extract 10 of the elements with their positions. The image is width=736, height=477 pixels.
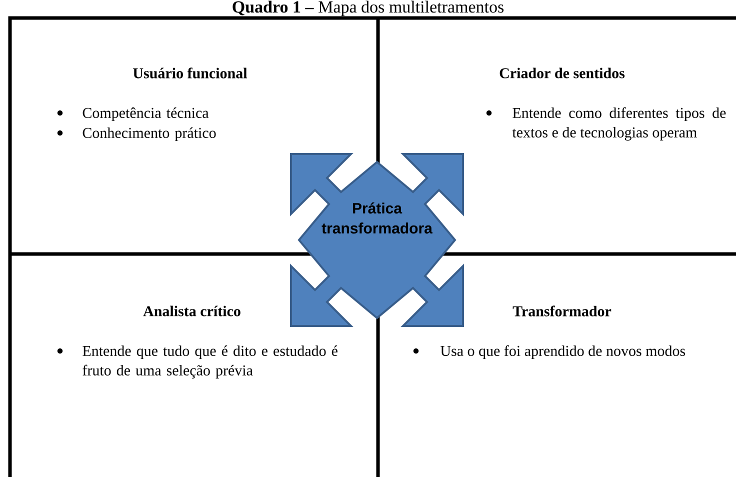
bullet-item: Usa o que foi aprendido de novos modos: [413, 345, 686, 360]
bullet-item: Entende como diferentes tipos de textos e de tecnologias operam: [486, 107, 726, 141]
bullet-item: Entende que tudo que é dito e estudado é fruto de uma seleção prévia: [57, 345, 338, 379]
bullet-item: Competência técnica: [57, 107, 209, 122]
title: Quadro 1 – Mapa dos multiletramentos: [232, 0, 504, 16]
cell-heading: Usuário funcional: [133, 68, 248, 78]
cell-heading: Transformador: [512, 306, 612, 316]
cell-heading: Analista crítico: [143, 306, 240, 316]
cell-heading: Criador de sentidos: [500, 68, 625, 78]
bullet-item: Conhecimento prático: [57, 127, 216, 142]
